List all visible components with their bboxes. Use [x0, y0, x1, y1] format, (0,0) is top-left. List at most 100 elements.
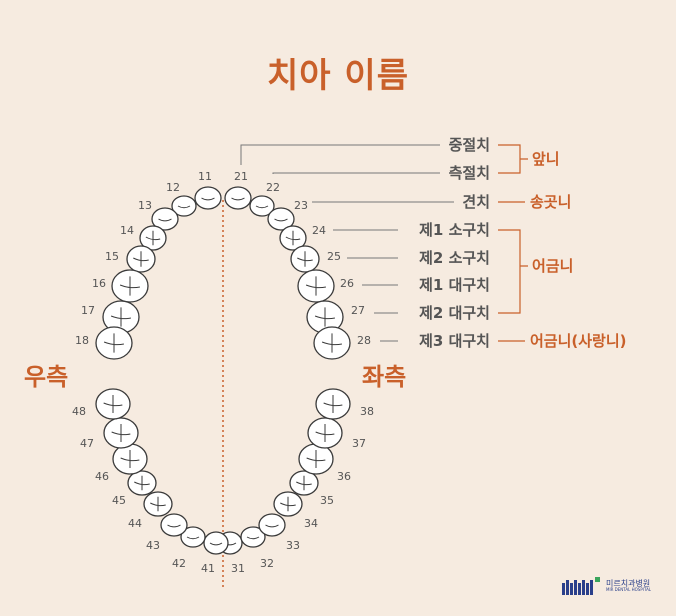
tooth-lower-left-35-groove — [296, 475, 312, 491]
tooth-upper-left-22-crown — [249, 195, 275, 217]
tooth-upper-right-11-groove — [201, 197, 215, 201]
tooth-name-2: 측절치 — [449, 164, 490, 182]
leader-line-1 — [240, 144, 440, 165]
hospital-logo-icon — [562, 577, 600, 595]
tooth-name-1: 중절치 — [449, 136, 490, 154]
tooth-lower-right-43 — [160, 513, 188, 537]
tooth-lower-right-45-groove — [134, 475, 150, 491]
tooth-lower-right-45 — [127, 470, 157, 496]
tooth-lower-left-34-groove — [280, 496, 296, 512]
tooth-lower-left-34 — [273, 491, 303, 517]
group-label-canine: 송곳니 — [530, 193, 571, 211]
tooth-upper-left-22 — [249, 195, 275, 217]
group-label-front: 앞니 — [532, 150, 560, 168]
tooth-upper-right-number-17: 17 — [81, 304, 95, 317]
tooth-upper-right-15 — [126, 245, 156, 273]
tooth-lower-right-47-groove — [111, 424, 131, 442]
tooth-lower-left-36-groove — [306, 450, 326, 468]
tooth-lower-right-42-crown — [180, 526, 206, 548]
tooth-lower-left-number-37: 37 — [352, 437, 366, 450]
tooth-upper-right-15-groove — [133, 251, 149, 267]
tooth-upper-left-24-groove — [285, 230, 301, 246]
tooth-upper-right-12 — [171, 195, 197, 217]
tooth-lower-right-43-crown — [160, 513, 188, 537]
tooth-name-4: 제1 소구치 — [419, 221, 490, 239]
tooth-lower-right-46-groove — [120, 450, 140, 468]
tooth-lower-right-48 — [95, 388, 131, 420]
tooth-lower-right-43-groove — [167, 524, 181, 528]
tooth-name-7: 제2 대구치 — [419, 304, 490, 322]
tooth-lower-right-42 — [180, 526, 206, 548]
tooth-upper-left-24 — [279, 225, 307, 251]
tooth-upper-left-number-27: 27 — [351, 304, 365, 317]
tooth-lower-left-number-32: 32 — [260, 557, 274, 570]
tooth-lower-right-number-47: 47 — [80, 437, 94, 450]
tooth-lower-left-37-groove — [315, 424, 335, 442]
tooth-lower-left-38-groove — [323, 395, 343, 413]
tooth-upper-left-number-21: 21 — [234, 170, 248, 183]
tooth-upper-left-25-groove — [297, 251, 313, 267]
tooth-upper-right-12-crown — [171, 195, 197, 217]
tooth-upper-left-number-26: 26 — [340, 277, 354, 290]
tooth-upper-right-11 — [194, 186, 222, 210]
hospital-name: 미르치과병원 — [606, 579, 651, 588]
tooth-lower-right-41-crown — [203, 531, 229, 555]
tooth-upper-right-16-groove — [119, 276, 140, 296]
tooth-upper-left-number-28: 28 — [357, 334, 371, 347]
tooth-upper-right-number-18: 18 — [75, 334, 89, 347]
tooth-upper-right-14 — [139, 225, 167, 251]
tooth-lower-right-number-46: 46 — [95, 470, 109, 483]
tooth-upper-right-13-groove — [158, 218, 172, 222]
tooth-upper-left-25 — [290, 245, 320, 273]
tooth-upper-left-number-25: 25 — [327, 250, 341, 263]
tooth-upper-right-17 — [102, 300, 140, 334]
tooth-lower-left-32 — [240, 526, 266, 548]
tooth-lower-left-number-34: 34 — [304, 517, 318, 530]
tooth-upper-right-12-groove — [177, 205, 191, 209]
tooth-name-6: 제1 대구치 — [419, 276, 490, 294]
tooth-upper-left-21-crown — [224, 186, 252, 210]
tooth-upper-left-26-groove — [305, 276, 326, 296]
tooth-upper-left-28 — [313, 326, 351, 360]
tooth-lower-right-42-groove — [186, 536, 200, 540]
tooth-lower-left-number-38: 38 — [360, 405, 374, 418]
tooth-lower-left-33 — [258, 513, 286, 537]
tooth-lower-right-41-groove — [209, 542, 223, 546]
tooth-upper-left-21 — [224, 186, 252, 210]
tooth-upper-right-number-15: 15 — [105, 250, 119, 263]
tooth-lower-right-number-44: 44 — [128, 517, 142, 530]
tooth-upper-left-28-groove — [321, 333, 342, 353]
tooth-name-5: 제2 소구치 — [419, 249, 490, 267]
tooth-name-3: 견치 — [462, 193, 490, 211]
group-label-molar: 어금니 — [532, 257, 573, 275]
tooth-upper-left-number-22: 22 — [266, 181, 280, 194]
tooth-lower-right-41 — [203, 531, 229, 555]
hospital-subtitle: MIR DENTAL HOSPITAL — [606, 587, 652, 592]
hospital-logo: 미르치과병원 MIR DENTAL HOSPITAL — [562, 576, 651, 596]
tooth-lower-left-32-crown — [240, 526, 266, 548]
tooth-lower-right-48-groove — [103, 395, 123, 413]
tooth-upper-left-21-groove — [231, 197, 245, 201]
tooth-lower-left-33-groove — [265, 524, 279, 528]
tooth-lower-right-number-41: 41 — [201, 562, 215, 575]
group-bracket-front — [498, 144, 528, 174]
tooth-upper-right-number-13: 13 — [138, 199, 152, 212]
tooth-upper-left-27-groove — [314, 307, 335, 327]
tooth-upper-right-11-crown — [194, 186, 222, 210]
tooth-name-8: 제3 대구치 — [419, 332, 490, 350]
tooth-lower-left-33-crown — [258, 513, 286, 537]
tooth-upper-right-13 — [151, 207, 179, 231]
tooth-upper-right-number-12: 12 — [166, 181, 180, 194]
tooth-lower-left-32-groove — [246, 536, 260, 540]
tooth-lower-right-number-48: 48 — [72, 405, 86, 418]
tooth-upper-left-23 — [267, 207, 295, 231]
tooth-upper-left-number-23: 23 — [294, 199, 308, 212]
tooth-lower-right-44 — [143, 491, 173, 517]
tooth-lower-left-38 — [315, 388, 351, 420]
tooth-upper-right-13-crown — [151, 207, 179, 231]
tooth-upper-left-22-groove — [255, 205, 269, 209]
group-label-wisdom: 어금니(사랑니) — [530, 332, 627, 350]
tooth-upper-right-17-groove — [110, 307, 131, 327]
tooth-lower-left-35 — [289, 470, 319, 496]
page-title: 치아 이름 — [267, 56, 409, 96]
